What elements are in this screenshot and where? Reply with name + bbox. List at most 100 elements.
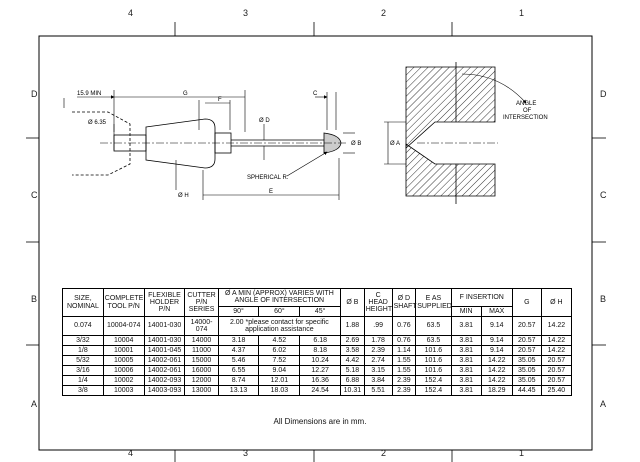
cell: 5.46	[217, 355, 260, 367]
cell: 63.5	[415, 316, 452, 337]
cell: 12000	[184, 375, 219, 387]
header-angle-60: 60°	[258, 305, 301, 318]
cell: 16000	[184, 365, 219, 377]
cell: 10003	[102, 385, 145, 397]
cell: 13.13	[217, 385, 260, 397]
table-row: 0.074 10004-074 14001-030 14000-074 2.00…	[62, 316, 573, 337]
cell: 101.6	[415, 355, 452, 367]
header-flexible-holder: FLEXIBLE HOLDER P/N	[143, 287, 186, 318]
cell: 10005	[102, 355, 145, 367]
cell: 3/32	[62, 335, 104, 347]
cell: 8.18	[299, 345, 342, 357]
cell: 6.18	[299, 335, 342, 347]
header-c: C HEAD HEIGHT	[363, 287, 393, 318]
cell: 35.05	[511, 365, 542, 377]
cell: 5.18	[340, 365, 365, 377]
cell: 152.4	[415, 375, 452, 387]
cell: 9.04	[258, 365, 301, 377]
dim-e: E	[269, 189, 273, 195]
cell: 35.05	[511, 375, 542, 387]
cell: 3/8	[62, 385, 104, 397]
zone-ticks	[26, 22, 606, 462]
zone-left-d: D	[31, 89, 38, 99]
cell: 14000-074	[184, 316, 219, 337]
cell: 14003-093	[143, 385, 186, 397]
footnote: All Dimensions are in mm.	[273, 417, 367, 426]
zone-left-c: C	[31, 190, 38, 200]
cell: 152.4	[415, 385, 452, 397]
dim-f: F	[218, 97, 222, 103]
header-d: Ø D SHAFT	[391, 287, 417, 318]
zone-bottom-1: 1	[519, 448, 525, 458]
cell: 9.14	[480, 335, 513, 347]
cell-note: 2.00 *please contact for specific applic…	[217, 316, 342, 337]
cell: 14001-045	[143, 345, 186, 357]
header-f: F INSERTION	[450, 288, 513, 307]
cell: 2.39	[391, 385, 417, 397]
cell: 35.05	[511, 355, 542, 367]
cell: 63.5	[415, 335, 452, 347]
angle-label-2: OF	[523, 108, 532, 114]
cell: 14001-030	[143, 335, 186, 347]
cell: 14.22	[540, 335, 573, 347]
cell: 1.88	[340, 316, 365, 337]
dim-g: G	[183, 91, 188, 97]
cell: 6.55	[217, 365, 260, 377]
cell: 20.57	[540, 375, 573, 387]
cell: 3/16	[62, 365, 104, 377]
dim-b: Ø B	[351, 141, 361, 147]
cell: 14.22	[540, 316, 573, 337]
cell: 3.81	[450, 355, 482, 367]
header-size: SIZE, NOMINAL	[62, 287, 104, 318]
cell: 6.88	[340, 375, 365, 387]
cell: 16.36	[299, 375, 342, 387]
cell: 14002-061	[143, 365, 186, 377]
zone-top-2: 2	[381, 8, 387, 18]
cell: 4.42	[340, 355, 365, 367]
cell: 5/32	[62, 355, 104, 367]
cell: 10.31	[340, 385, 365, 397]
header-h: Ø H	[540, 287, 573, 318]
cell: 2.74	[363, 355, 393, 367]
cell: 1.55	[391, 365, 417, 377]
cell: 5.51	[363, 385, 393, 397]
cell: 14.22	[480, 375, 513, 387]
cell: 6.02	[258, 345, 301, 357]
cell: 4.52	[258, 335, 301, 347]
cell: 12.27	[299, 365, 342, 377]
cell: 1/8	[62, 345, 104, 357]
dim-d: Ø D	[259, 118, 270, 124]
cell: 0.76	[391, 316, 417, 337]
cell: 101.6	[415, 345, 452, 357]
cell: 2.39	[363, 345, 393, 357]
cell: 1.55	[391, 355, 417, 367]
cell: 8.74	[217, 375, 260, 387]
cell: 3.15	[363, 365, 393, 377]
zone-right-b: B	[600, 294, 607, 304]
zone-bottom-2: 2	[381, 448, 387, 458]
cell: 18.29	[480, 385, 513, 397]
cell: 20.57	[511, 345, 542, 357]
header-angle-90: 90°	[217, 305, 260, 318]
cell: 14002-061	[143, 355, 186, 367]
cell: 3.81	[450, 385, 482, 397]
cell: 10004	[102, 335, 145, 347]
cell: 101.6	[415, 365, 452, 377]
zone-top-4: 4	[128, 8, 134, 18]
cell: 1/4	[62, 375, 104, 387]
zone-top-1: 1	[519, 8, 525, 18]
dim-min-length: 15.9 MIN	[77, 91, 101, 97]
cell: 20.57	[511, 335, 542, 347]
dim-spherical-r: SPHERICAL R.	[247, 175, 289, 181]
cell: 3.18	[217, 335, 260, 347]
zone-right-a: A	[600, 399, 607, 409]
header-f-min: MIN	[450, 305, 482, 318]
tool-side-view	[72, 111, 346, 176]
cell: 18.03	[258, 385, 301, 397]
cell: 12.01	[258, 375, 301, 387]
cell: 3.58	[340, 345, 365, 357]
angle-label-3: INTERSECTION	[503, 115, 548, 121]
cell: 20.57	[540, 365, 573, 377]
